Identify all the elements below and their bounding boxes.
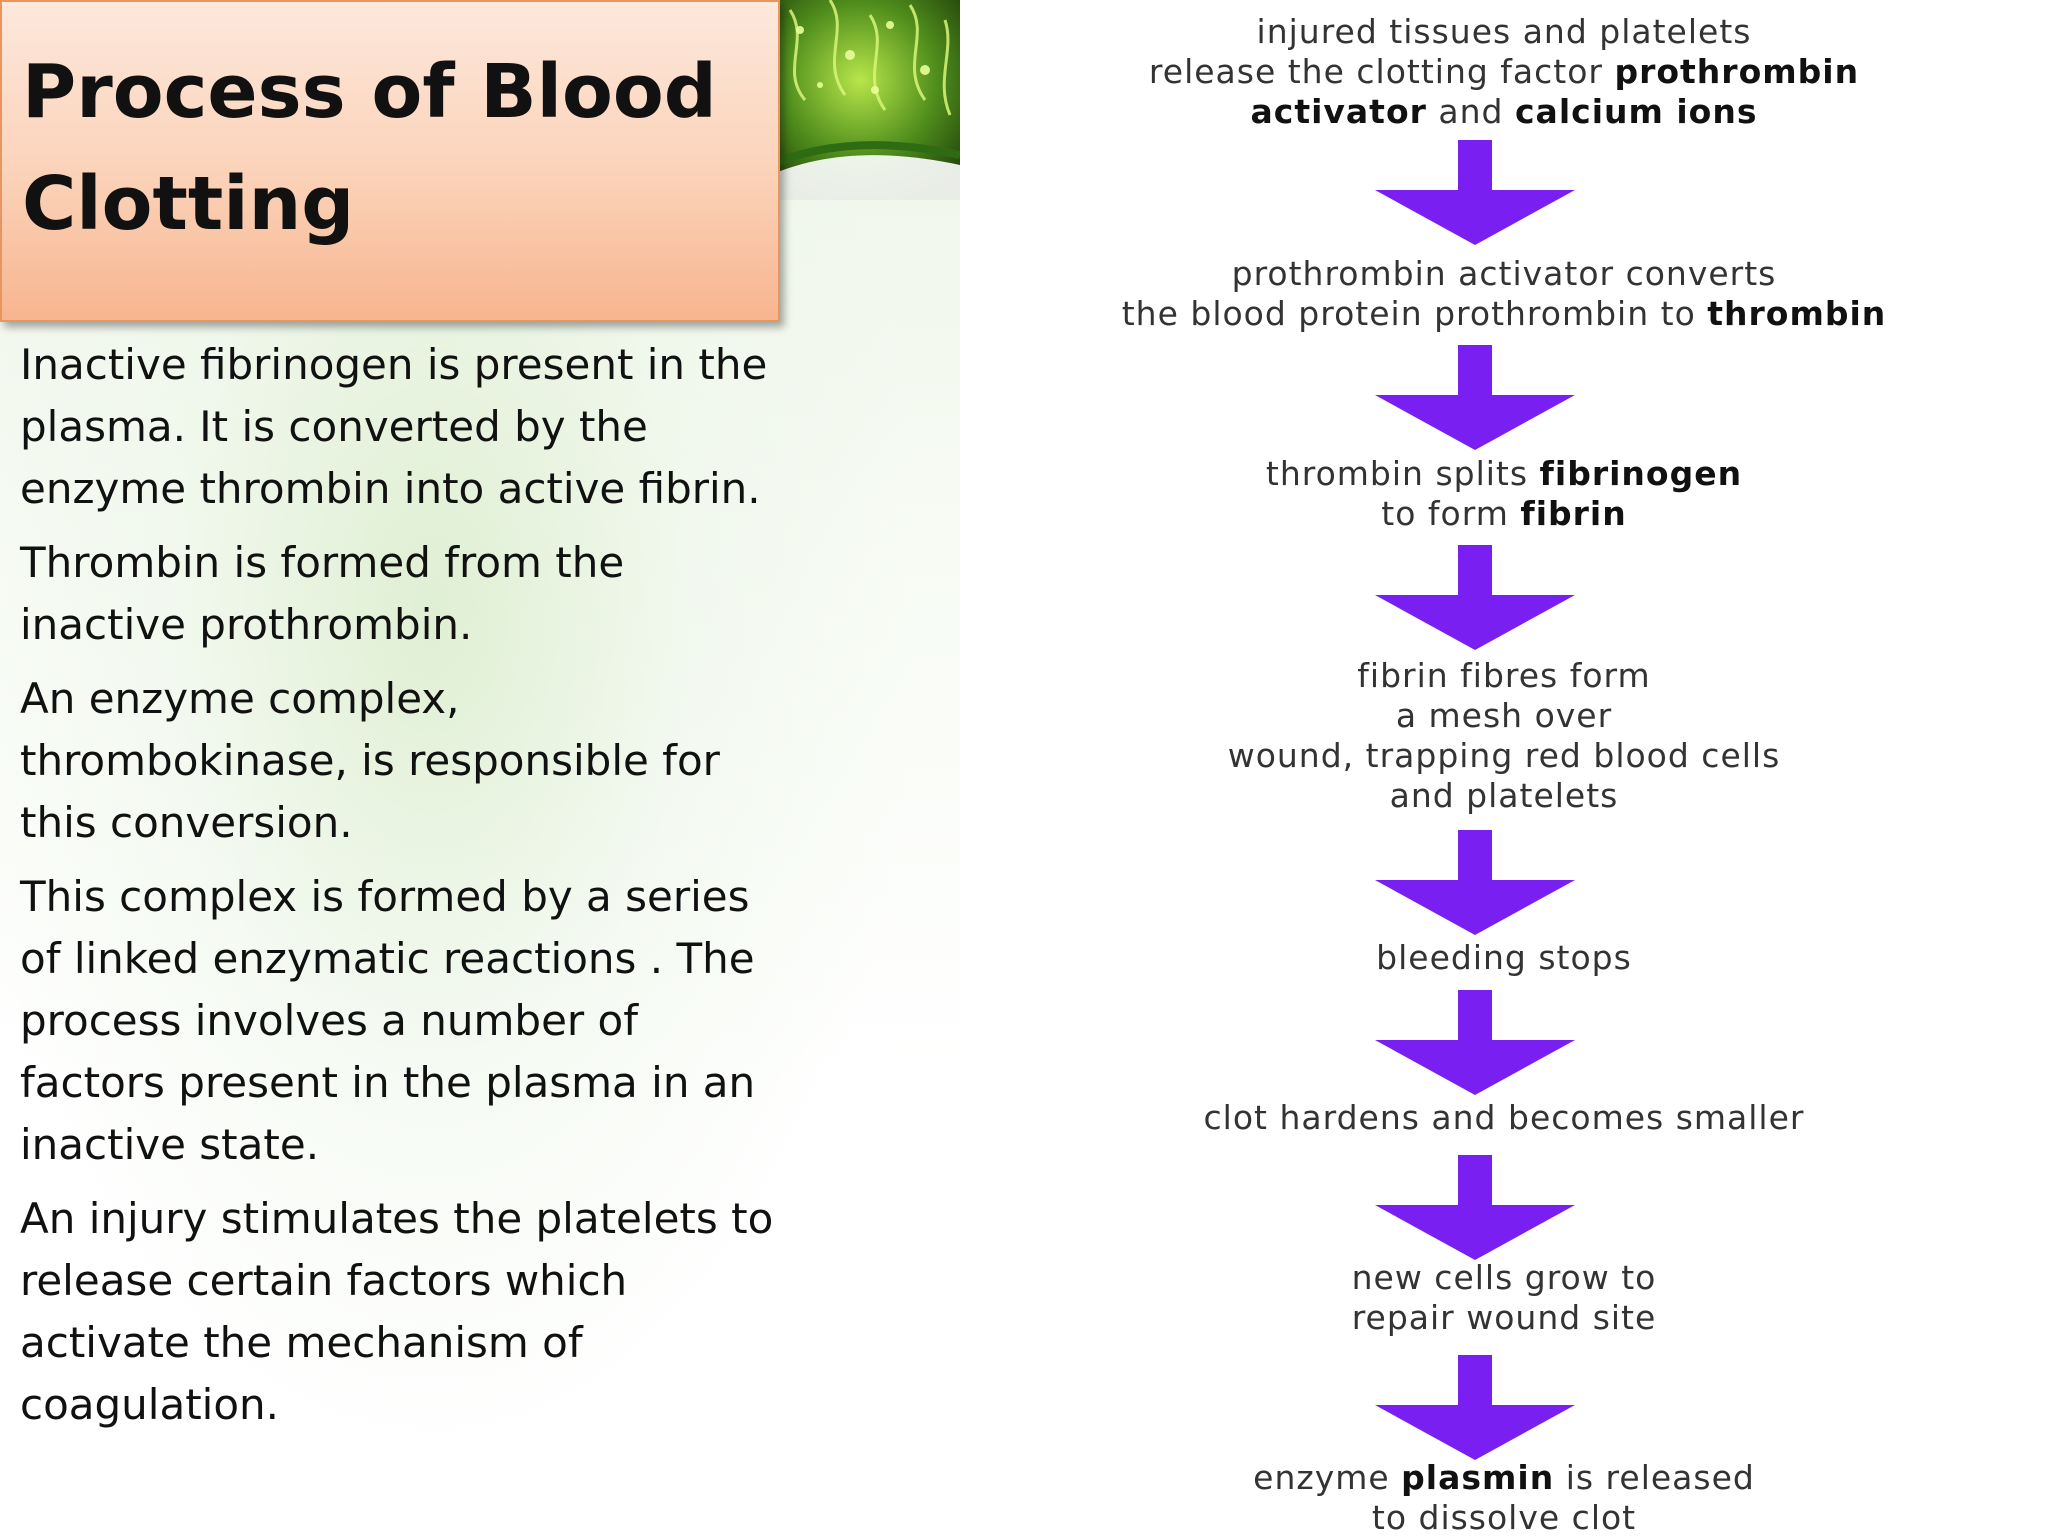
title-box: Process of Blood Clotting xyxy=(0,0,780,322)
step-line: thrombin splits fibrinogen xyxy=(1265,454,1743,493)
step-line: to dissolve clot xyxy=(1371,1498,1637,1537)
down-arrow-icon xyxy=(1375,1155,1575,1260)
step-line: wound, trapping red blood cells xyxy=(1227,736,1781,775)
flow-step-8: enzyme plasmin is released to dissolve c… xyxy=(960,1458,2048,1538)
flow-arrows xyxy=(1375,140,1575,1460)
step-line: and platelets xyxy=(1389,776,1619,815)
body-text: Inactive fibrinogen is present in the pl… xyxy=(20,334,780,1448)
step-line: bleeding stops xyxy=(1376,938,1632,977)
step-line: a mesh over xyxy=(1395,696,1613,735)
paragraph: Inactive fibrinogen is present in the pl… xyxy=(20,340,768,513)
flow-step-1: injured tissues and platelets release th… xyxy=(960,12,2048,132)
slide-title: Process of Blood Clotting xyxy=(22,49,717,247)
down-arrow-icon xyxy=(1375,830,1575,935)
down-arrow-icon xyxy=(1375,1355,1575,1460)
paragraph: An injury stimulates the platelets to re… xyxy=(20,1194,774,1429)
step-line: release the clotting factor prothrombin xyxy=(1148,52,1860,91)
step-line: enzyme plasmin is released xyxy=(1253,1458,1755,1497)
step-line: the blood protein prothrombin to thrombi… xyxy=(1121,294,1887,333)
down-arrow-icon xyxy=(1375,140,1575,245)
down-arrow-icon xyxy=(1375,545,1575,650)
paragraph: This complex is formed by a series of li… xyxy=(20,872,756,1169)
green-cells-image xyxy=(760,0,960,200)
paragraph: An enzyme complex, thrombokinase, is res… xyxy=(20,674,720,847)
down-arrow-icon xyxy=(1375,345,1575,450)
step-line: activator and calcium ions xyxy=(1250,92,1758,131)
down-arrow-icon xyxy=(1375,990,1575,1095)
step-line: fibrin fibres form xyxy=(1357,656,1651,695)
flow-step-3: thrombin splits fibrinogen to form fibri… xyxy=(960,454,2048,534)
step-line: to form fibrin xyxy=(1381,494,1627,533)
paragraph: Thrombin is formed from the inactive pro… xyxy=(20,538,625,649)
step-line: prothrombin activator converts xyxy=(1231,254,1777,293)
flow-step-4: fibrin fibres form a mesh over wound, tr… xyxy=(960,656,2048,816)
step-line: clot hardens and becomes smaller xyxy=(1203,1098,1805,1137)
flow-step-5: bleeding stops xyxy=(960,938,2048,978)
step-line: repair wound site xyxy=(1351,1298,1657,1337)
clotting-flowchart: injured tissues and platelets release th… xyxy=(960,0,2048,1538)
flow-step-6: clot hardens and becomes smaller xyxy=(960,1098,2048,1138)
flow-step-2: prothrombin activator converts the blood… xyxy=(960,254,2048,334)
step-line: new cells grow to xyxy=(1351,1258,1657,1297)
step-line: injured tissues and platelets xyxy=(1256,12,1752,51)
flow-step-7: new cells grow to repair wound site xyxy=(960,1258,2048,1338)
